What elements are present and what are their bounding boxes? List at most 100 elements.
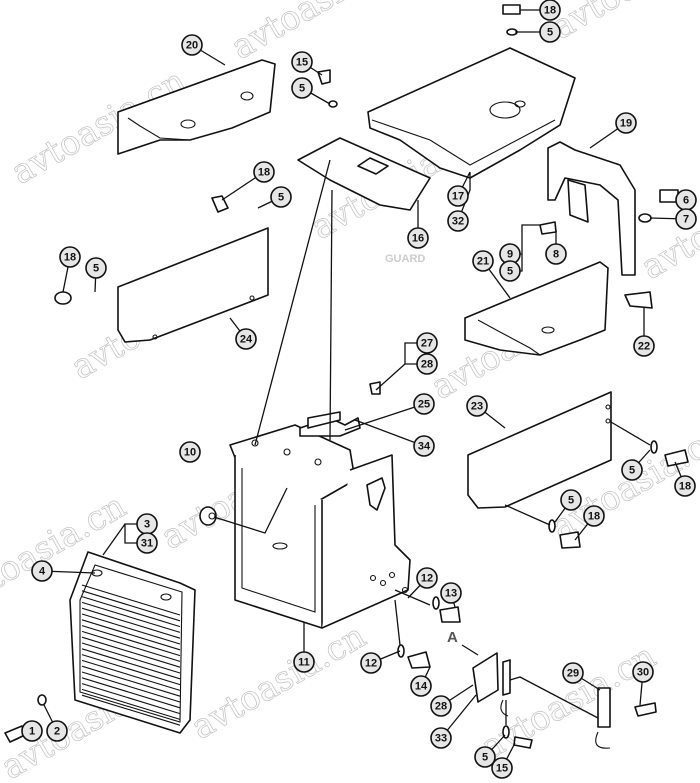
callout-number: 2: [54, 726, 60, 738]
part-side-panel-24: [117, 227, 269, 343]
part-hood-17: [367, 47, 576, 179]
callout-5: 5: [291, 77, 313, 99]
callout-circle: [270, 186, 292, 208]
callout-circle: [562, 662, 584, 684]
callout-circle: [474, 746, 496, 768]
callout-circle: [291, 51, 313, 73]
callout-number: 32: [452, 216, 464, 228]
grille-slat: [81, 671, 181, 703]
grille-slat: [81, 642, 181, 674]
callout-number: 5: [278, 192, 284, 204]
callout-19: 19: [615, 112, 637, 134]
callout-2: 2: [46, 720, 68, 742]
callout-circle: [181, 34, 203, 56]
part-cover-16: [297, 137, 431, 211]
callout-24: 24: [235, 328, 257, 350]
part-side-cover-21: [464, 261, 609, 356]
callout-circle: [447, 210, 469, 232]
callout-circle: [293, 651, 315, 673]
grille-slat: [81, 648, 181, 680]
callout-circle: [674, 475, 696, 497]
part-frame-11: [229, 417, 411, 629]
callout-number: 10: [184, 447, 196, 459]
grille-slat: [81, 688, 181, 720]
grille-slat: [81, 659, 181, 691]
callout-circle: [410, 675, 432, 697]
callout-7: 7: [675, 208, 697, 230]
callout-32: 32: [447, 210, 469, 232]
callout-8: 8: [545, 243, 567, 265]
callout-circle: [59, 246, 81, 268]
callout-number: 8: [553, 249, 559, 261]
grille-slat: [81, 601, 181, 633]
callout-18: 18: [583, 505, 605, 527]
callout-number: 5: [299, 83, 305, 95]
callout-circle: [447, 185, 469, 207]
callout-circle: [633, 335, 655, 357]
callout-circle: [291, 77, 313, 99]
callout-20: 20: [181, 34, 203, 56]
callout-5: 5: [474, 746, 496, 768]
callout-number: 28: [435, 701, 447, 713]
callout-circle: [360, 652, 382, 674]
callout-circle: [632, 661, 654, 683]
grille-slat: [81, 607, 181, 639]
watermark-text: avtoasia.cn: [225, 0, 413, 68]
callout-number: 34: [418, 441, 431, 453]
callout-circle: [253, 161, 275, 183]
grille-slat: [81, 613, 181, 645]
callout-18: 18: [59, 246, 81, 268]
grille-slat: [81, 683, 181, 715]
callout-circle: [179, 441, 201, 463]
faint-guard-label: GUARD: [385, 253, 425, 265]
callout-17: 17: [447, 185, 469, 207]
callout-34: 34: [413, 435, 435, 457]
callout-27: 27: [416, 332, 438, 354]
callout-number: 14: [415, 681, 428, 693]
callout-number: 30: [637, 667, 649, 679]
callout-10: 10: [179, 441, 201, 463]
part-side-cover-20: [117, 59, 276, 155]
callout-number: 12: [365, 658, 377, 670]
callout-circle: [675, 208, 697, 230]
watermark-text: avtoasia.cn: [185, 616, 373, 748]
callout-circle: [560, 489, 582, 511]
callout-number: 9: [507, 249, 513, 261]
callout-circle: [416, 332, 438, 354]
callout-circle: [136, 532, 158, 554]
callout-18: 18: [674, 475, 696, 497]
callout-number: 31: [141, 538, 153, 550]
grille-slat: [81, 654, 181, 686]
callout-15: 15: [291, 51, 313, 73]
callout-circle: [413, 393, 435, 415]
callout-number: 18: [64, 252, 76, 264]
callout-circle: [440, 582, 462, 604]
grille-slat: [81, 677, 181, 709]
callout-number: 7: [683, 214, 689, 226]
callout-number: 18: [258, 167, 270, 179]
callout-5: 5: [85, 257, 107, 279]
callout-circle: [31, 560, 53, 582]
callout-circle: [21, 720, 43, 742]
callout-11: 11: [293, 651, 315, 673]
callout-3: 3: [136, 513, 158, 535]
part-latch-28: [472, 652, 611, 749]
callout-circle: [621, 459, 643, 481]
grille-slat: [81, 596, 181, 628]
callout-33: 33: [430, 727, 452, 749]
callout-number: 15: [496, 763, 508, 775]
callout-number: 19: [620, 118, 632, 130]
callout-15: 15: [491, 757, 513, 779]
callout-28: 28: [416, 353, 438, 375]
callout-12: 12: [360, 652, 382, 674]
callout-number: 17: [452, 191, 464, 203]
watermark-text: avtoasia.cn: [545, 0, 700, 48]
callout-circle: [46, 720, 68, 742]
callout-5: 5: [539, 21, 561, 43]
callout-circle: [416, 353, 438, 375]
callout-circle: [416, 567, 438, 589]
grille-slat: [81, 584, 181, 616]
grille-slat: [81, 630, 181, 662]
callout-number: 27: [421, 338, 433, 350]
callout-number: 24: [240, 334, 253, 346]
